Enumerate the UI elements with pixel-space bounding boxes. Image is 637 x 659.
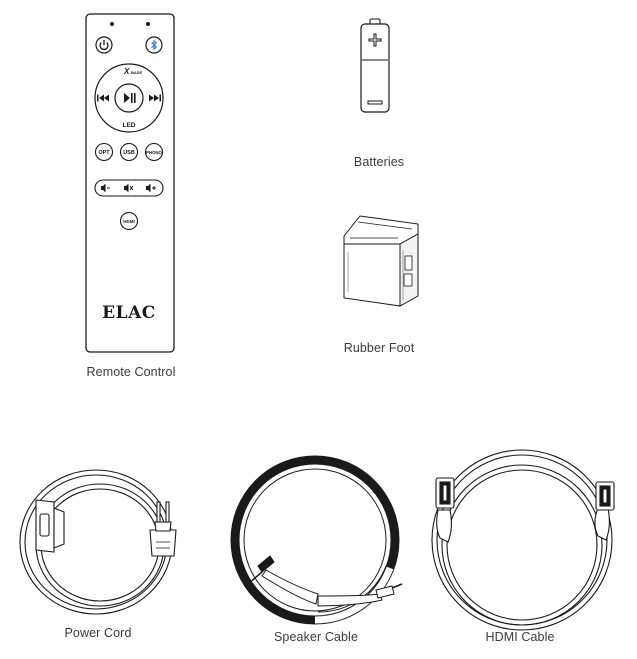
phono-label: PHONO [146,150,162,155]
remote-control-caption: Remote Control [86,365,176,379]
led-label: LED [123,122,136,129]
usb-button [119,142,139,162]
bluetooth-icon [151,39,158,51]
batteries-caption: Batteries [353,155,405,169]
mute-icon [124,183,134,193]
volume-rocker [94,179,164,197]
power-cord-caption: Power Cord [64,626,132,640]
remote-brand: ELAC [102,303,156,323]
volume-up-icon [146,183,156,193]
indicator-dot-left [110,22,114,26]
hdmi-button [119,211,139,231]
phono-button [144,142,164,162]
next-icon [149,94,161,102]
svg-text:BASE: BASE [131,70,142,75]
hdmi-label: HDMI [123,219,135,224]
indicator-dot-right [146,22,150,26]
previous-icon [97,94,109,102]
opt-button [94,142,114,162]
remote-logo: X [123,67,130,76]
rubber-foot-caption: Rubber Foot [343,341,415,355]
usb-label: USB [123,150,135,156]
speaker-cable-caption: Speaker Cable [274,630,358,644]
hdmi-cable-caption: HDMI Cable [485,630,555,644]
play-icon [124,93,130,103]
opt-label: OPT [98,150,110,156]
volume-down-icon [101,183,110,193]
power-icon [99,40,109,51]
